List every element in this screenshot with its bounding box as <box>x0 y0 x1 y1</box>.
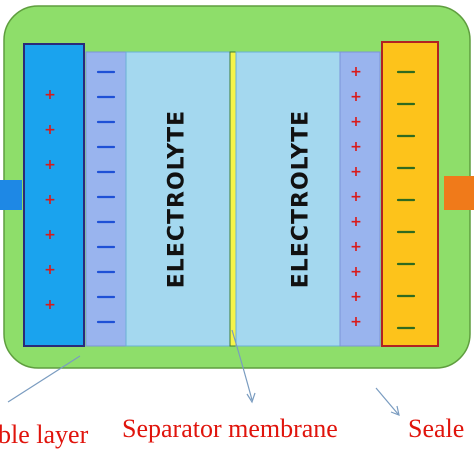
plus-sign: + <box>44 122 56 138</box>
plus-sign: + <box>44 297 56 313</box>
left-electrolyte <box>125 51 231 347</box>
separator-membrane <box>229 51 237 347</box>
separator-pointer-head <box>246 392 256 404</box>
right-electrolyte-label: ELECTROLYTE <box>289 110 314 288</box>
plus-sign: + <box>44 192 56 208</box>
caption-sealed-casing: Seale <box>408 414 465 443</box>
left-electrode <box>23 43 85 347</box>
plus-sign: + <box>44 157 56 173</box>
plus-sign: + <box>350 214 362 230</box>
plus-sign: + <box>350 189 362 205</box>
right-electrode <box>381 41 439 347</box>
right-electrode-minus-signs <box>396 70 416 330</box>
plus-sign: + <box>44 262 56 278</box>
caption-separator-membrane: Separator membrane <box>122 414 338 443</box>
left-layer-minus-signs <box>96 70 116 324</box>
caption-double-layer: ble layer <box>0 420 89 449</box>
plus-sign: + <box>350 289 362 305</box>
seal-pointer <box>375 387 399 415</box>
left-electrode-plus-signs: + + + + + + + <box>44 87 56 313</box>
separator-pointer <box>231 329 253 401</box>
plus-sign: + <box>350 314 362 330</box>
plus-sign: + <box>44 227 56 243</box>
plus-sign: + <box>350 264 362 280</box>
right-electrolyte <box>235 51 341 347</box>
right-layer-plus-signs: + + + + + + + + + + + <box>350 64 362 330</box>
plus-sign: + <box>350 64 362 80</box>
plus-sign: + <box>350 89 362 105</box>
plus-sign: + <box>350 239 362 255</box>
right-double-layer <box>339 51 381 347</box>
right-terminal <box>444 176 474 210</box>
plus-sign: + <box>350 164 362 180</box>
pointer-arrows <box>7 329 400 416</box>
left-electrolyte-label: ELECTROLYTE <box>165 110 190 288</box>
left-terminal <box>0 180 22 210</box>
plus-sign: + <box>44 87 56 103</box>
plus-sign: + <box>350 114 362 130</box>
seal-pointer-head <box>390 405 400 416</box>
plus-sign: + <box>350 139 362 155</box>
left-layer-pointer <box>7 355 81 403</box>
